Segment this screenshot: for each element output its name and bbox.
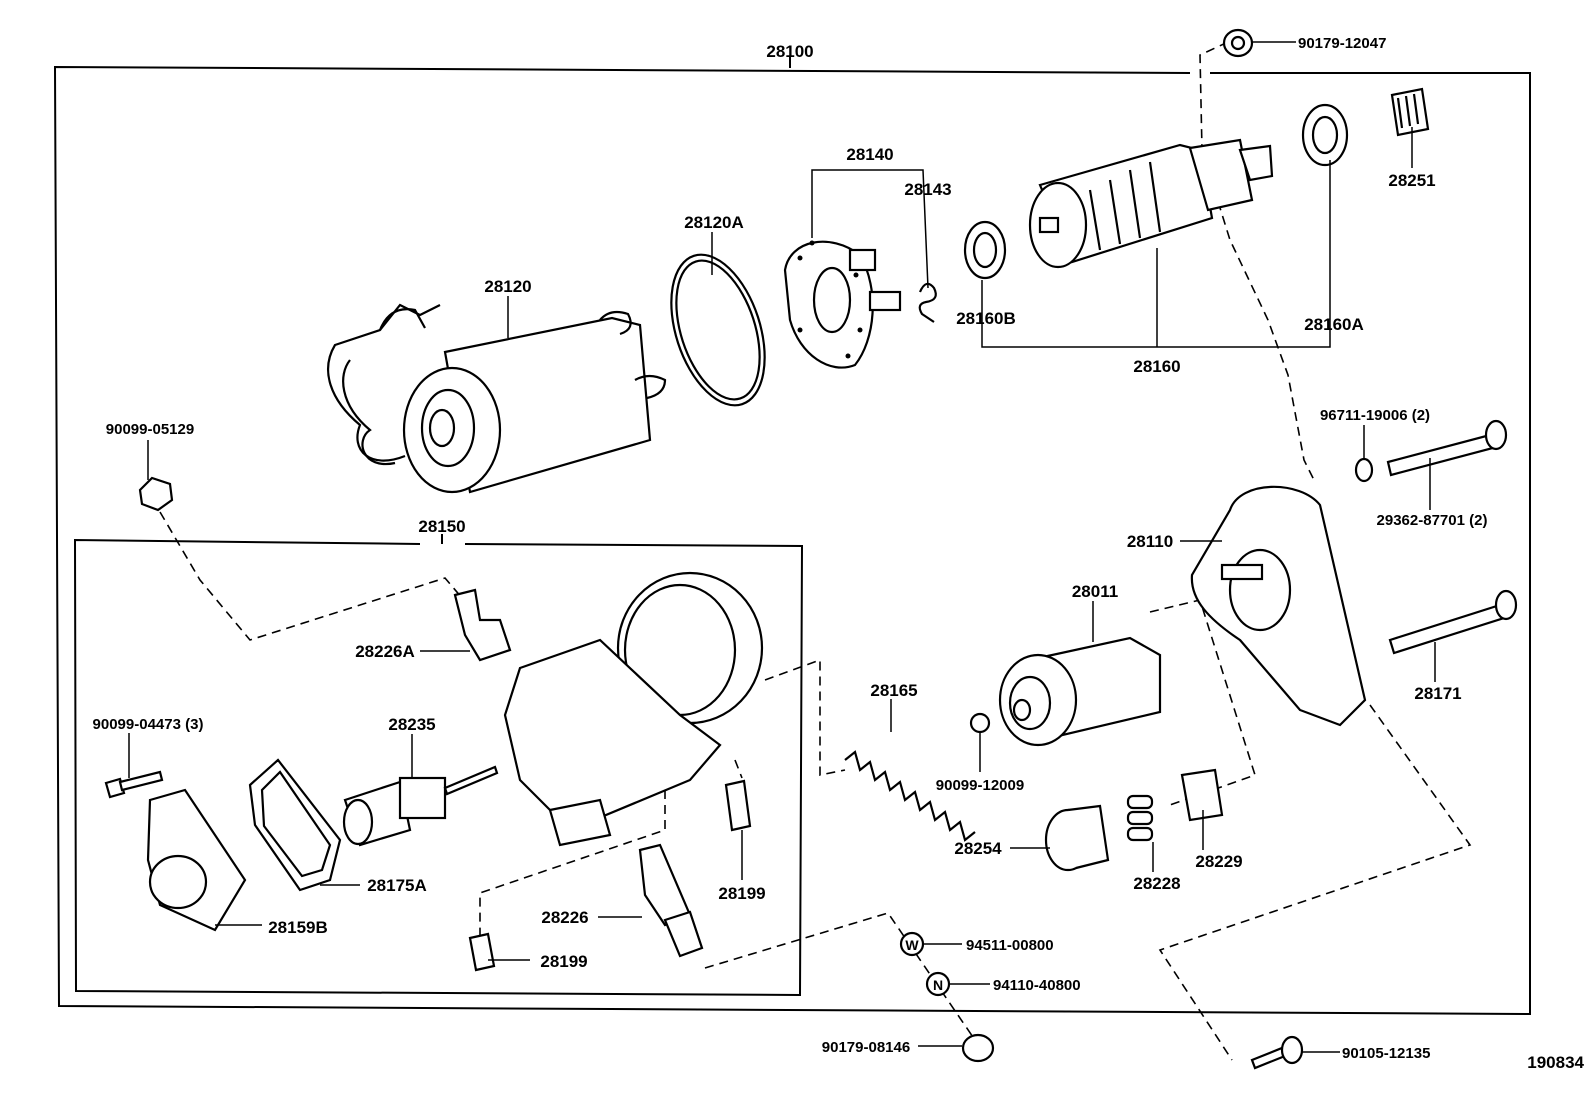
through-bolt-a-drawing [1386,419,1508,477]
nut-symbol-icon: N [925,971,951,997]
boot-left-drawing [468,932,496,972]
terminal-drawing [638,843,704,958]
brush-holder-drawing [783,240,902,369]
label-94511-00800: 94511-00800 [966,937,1054,954]
armature-drawing [1028,138,1274,269]
pinion-gear-drawing [1390,87,1430,137]
label-90099-05129: 90099-05129 [106,421,194,438]
retainer-drawing [1180,768,1224,822]
assembly-frame-28100 [53,56,1531,1016]
label-28199-left: 28199 [540,952,587,971]
switch-housing-drawing [503,571,764,847]
label-28160: 28160 [1133,357,1180,376]
part-labels: 28100 90179-12047 28251 28140 28143 2812… [93,35,1585,1072]
nut-icon-bottom [961,1033,995,1063]
label-28140: 28140 [846,145,893,164]
label-28228: 28228 [1133,874,1180,893]
label-90099-04473: 90099-04473 (3) [93,716,204,733]
washer-symbol-icon: W [899,931,925,957]
svg-text:N: N [933,977,943,993]
bolt-bottom-drawing [1250,1035,1304,1070]
label-28254: 28254 [954,839,1002,858]
label-28120: 28120 [484,277,531,296]
label-28235: 28235 [388,715,435,734]
end-cover-drawing [146,788,247,932]
label-94110-40800: 94110-40800 [993,977,1081,994]
label-28159B: 28159B [268,918,328,937]
label-28171: 28171 [1414,684,1461,703]
dashed-guides [159,41,1472,1061]
label-28150: 28150 [418,517,465,536]
label-28143: 28143 [904,180,951,199]
label-28120A: 28120A [684,213,744,232]
label-28100: 28100 [766,42,813,61]
label-28160A: 28160A [1304,315,1364,334]
label-90179-08146: 90179-08146 [822,1039,910,1056]
idler-gear-drawing [1044,804,1110,872]
label-90179-12047: 90179-12047 [1298,35,1386,52]
svg-text:W: W [905,937,919,953]
diagram-id: 190834 [1527,1053,1584,1072]
plunger-drawing [342,765,499,847]
nut-icon-top [1222,28,1254,58]
label-28251: 28251 [1388,171,1435,190]
nut-icon-left [138,476,174,512]
label-28011: 28011 [1072,582,1118,601]
clutch-drawing [998,636,1162,747]
terminal-a-drawing [453,588,512,662]
bearing-b-drawing [963,220,1007,280]
label-28226: 28226 [541,908,588,927]
label-28199-right: 28199 [718,884,765,903]
label-28165: 28165 [870,681,917,700]
boot-right-drawing [724,779,752,832]
label-28110: 28110 [1127,532,1173,551]
return-spring-drawing [844,750,976,842]
small-spring-drawing [918,282,937,323]
label-90105-12135: 90105-12135 [1342,1045,1430,1062]
bearing-a-drawing [1301,103,1349,167]
screw-left-drawing [104,770,164,799]
label-29362-87701: 29362-87701 (2) [1377,512,1488,529]
label-28226A: 28226A [355,642,415,661]
ball-drawing [969,712,991,734]
yoke-drawing [327,303,667,494]
label-96711-19006: 96711-19006 (2) [1320,407,1430,424]
assembly-frame-28150 [73,534,804,997]
oring-drawing [670,253,766,407]
washer-drawing-right [1354,457,1374,483]
through-bolt-b-drawing [1388,589,1518,655]
housing-drawing [1190,485,1367,727]
label-90099-12009: 90099-12009 [936,777,1024,794]
label-28229: 28229 [1195,852,1242,871]
label-28160B: 28160B [956,309,1016,328]
label-28175A: 28175A [367,876,427,895]
rollers-drawing [1126,794,1154,842]
leader-lines [128,41,1436,1053]
gasket-drawing [248,758,342,892]
